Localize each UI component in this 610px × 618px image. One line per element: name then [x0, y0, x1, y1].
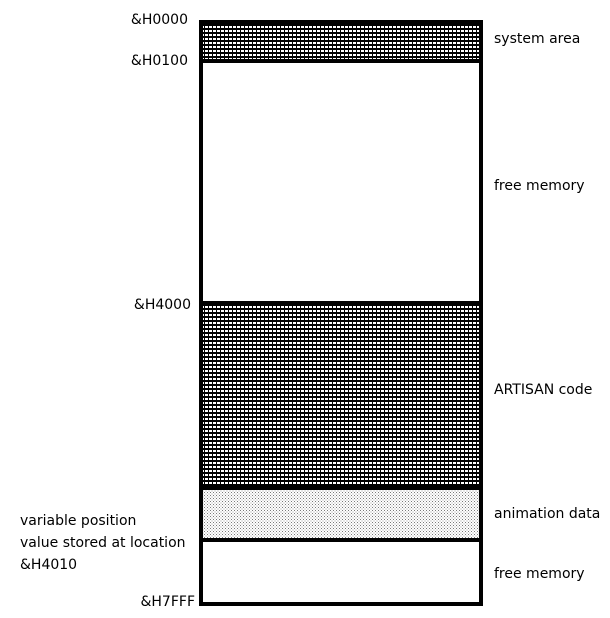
region-label-artisan-code: ARTISAN code: [494, 382, 593, 398]
address-label-0000: &H0000: [130, 12, 188, 28]
region-label-animation-data: animation data: [494, 506, 601, 522]
variable-position-note: variable position value stored at locati…: [20, 510, 205, 576]
address-label-4000: &H4000: [133, 297, 191, 313]
free-memory-top-block: [199, 59, 483, 305]
address-label-7fff: &H7FFF: [140, 594, 195, 610]
region-label-system-area: system area: [494, 31, 581, 47]
region-label-free-memory-bottom: free memory: [494, 566, 585, 582]
artisan-code-block: [199, 301, 483, 490]
note-line-3: &H4010: [20, 557, 78, 573]
free-memory-bottom-block: [199, 538, 483, 606]
system-area-block: [199, 20, 483, 63]
address-label-0100: &H0100: [130, 53, 188, 69]
note-line-1: variable position: [20, 513, 137, 529]
animation-data-block: [199, 486, 483, 542]
region-label-free-memory-top: free memory: [494, 178, 585, 194]
note-line-2: value stored at location: [20, 535, 186, 551]
